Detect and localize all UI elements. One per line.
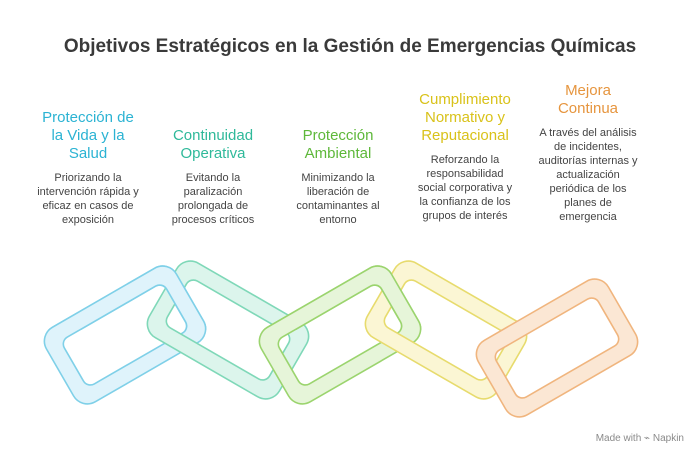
chain-link-overlap	[258, 265, 422, 330]
objective-compliance-reputation: Cumplimiento Normativo y Reputacional Re…	[405, 91, 525, 223]
napkin-logo-icon: ⌁	[644, 433, 651, 444]
objective-heading: Protección de la Vida y la Salud	[42, 109, 134, 162]
chain-link	[146, 260, 310, 400]
objective-heading: Continuidad Operativa	[172, 127, 254, 162]
objective-description: Evitando la paralización prolongada de p…	[171, 172, 255, 226]
diagram-title: Objetivos Estratégicos en la Gestión de …	[63, 36, 637, 57]
objective-description: A través del análisis de incidentes, aud…	[538, 127, 638, 223]
objective-description: Priorizando la intervención rápida y efi…	[37, 172, 139, 226]
objective-description: Minimizando la liberación de contaminant…	[296, 172, 380, 226]
brand-label: Napkin	[652, 433, 684, 444]
objective-heading: Cumplimiento Normativo y Reputacional	[419, 91, 511, 144]
footer-credit: Made with ⌁ Napkin	[596, 433, 684, 444]
objective-life-health: Protección de la Vida y la Salud Prioriz…	[30, 109, 146, 227]
made-with-label: Made with	[595, 433, 642, 444]
objective-heading: Mejora Continua	[557, 82, 619, 117]
objective-continuous-improvement: Mejora Continua A través del análisis de…	[530, 82, 646, 224]
objective-heading: Protección Ambiental	[302, 127, 374, 162]
chain-link	[475, 278, 639, 418]
objective-description: Reforzando la responsabilidad social cor…	[417, 154, 513, 222]
objective-environmental-protection: Protección Ambiental Minimizando la libe…	[280, 127, 396, 227]
objective-operational-continuity: Continuidad Operativa Evitando la parali…	[155, 127, 271, 227]
chain-link-overlap	[43, 265, 207, 330]
